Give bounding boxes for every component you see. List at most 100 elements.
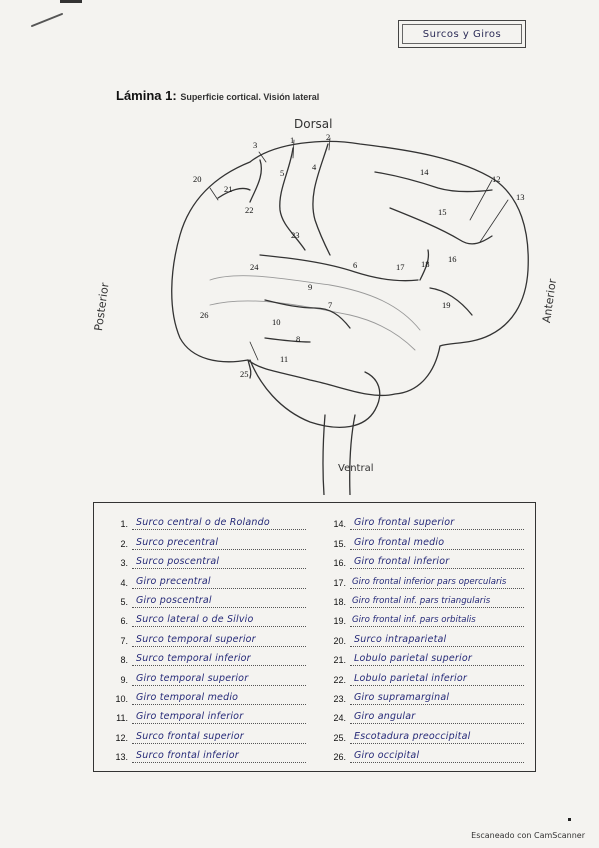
diagram-label-23: 23 [291, 230, 300, 240]
scan-edge-mark [60, 0, 82, 3]
answer-row: 26. Giro occipital [324, 744, 534, 764]
answer-number: 24. [333, 713, 346, 724]
answer-text: Surco central o de Rolando [136, 517, 270, 529]
diagram-label-25: 25 [240, 369, 249, 379]
answer-number: 11. [116, 713, 128, 724]
scanner-watermark: Escaneado con CamScanner [471, 831, 585, 840]
medial-surface [209, 275, 421, 331]
sulcus-temporal-superior [264, 299, 351, 329]
sulcus-ascending-ramus [419, 249, 430, 281]
answer-field: Surco central o de Rolando [132, 515, 306, 531]
answer-field: Giro frontal inferior pars opercularis [350, 574, 524, 589]
answer-text: Surco frontal superior [136, 730, 244, 742]
answer-number: 22. [333, 674, 346, 685]
sulcus-intraparietal [217, 187, 251, 199]
diagram-label-3: 3 [253, 140, 257, 150]
header-tag: Surcos y Giros [402, 24, 522, 44]
answer-row: 15. Giro frontal medio [324, 530, 534, 550]
diagram-label-24: 24 [250, 262, 259, 272]
label-ventral: Ventral [338, 463, 374, 474]
answer-row: 18. Giro frontal inf. pars triangularis [324, 589, 534, 608]
answer-row: 25. Escotadura preoccipital [324, 724, 534, 744]
answer-row: 2.Surco precentral [106, 530, 316, 550]
answer-text: Surco precentral [136, 536, 219, 548]
page-title: Lámina 1: Superficie cortical. Visión la… [116, 88, 319, 103]
answer-field: Escotadura preoccipital [350, 729, 524, 744]
label-dorsal: Dorsal [294, 117, 333, 131]
answer-number: 17. [333, 577, 346, 588]
answer-number: 16. [333, 558, 346, 569]
answer-field: Surco intraparietal [350, 632, 524, 647]
answer-field: Giro precentral [132, 574, 306, 589]
diagram-label-18: 18 [421, 259, 430, 269]
sulcus-temporal-inferior [264, 337, 311, 343]
diagram-label-7: 7 [328, 300, 332, 310]
answer-field: Surco precentral [132, 535, 306, 550]
answer-field: Surco frontal superior [132, 729, 306, 744]
answer-row: 7.Surco temporal superior [106, 627, 316, 647]
diagram-label-16: 16 [448, 254, 457, 264]
diagram-label-9: 9 [308, 282, 312, 292]
answer-field: Giro supramarginal [350, 690, 524, 705]
sulcus-precentral [312, 143, 331, 256]
answer-number: 23. [333, 693, 346, 704]
answer-number: 26. [333, 752, 346, 763]
diagram-label-8: 8 [296, 334, 300, 344]
answer-row: 17. Giro frontal inferior pars operculari… [324, 569, 534, 589]
answer-number: 1. [120, 519, 128, 530]
answer-row: 21. Lobulo parietal superior [324, 647, 534, 667]
answer-text: Giro precentral [136, 575, 211, 587]
answer-row: 1. Surco central o de Rolando [106, 511, 316, 531]
answer-text: Giro frontal medio [354, 536, 445, 548]
answer-number: 19. [333, 616, 346, 627]
answer-text: Giro frontal inferior pars opercularis [352, 576, 507, 587]
header-tag-box: Surcos y Giros [398, 20, 526, 48]
answer-text: Giro angular [354, 711, 416, 723]
answer-text: Surco intraparietal [354, 633, 447, 645]
sulcus-frontal-inferior [389, 207, 493, 245]
answer-text: Lobulo parietal inferior [354, 672, 467, 684]
answer-number: 25. [333, 732, 346, 743]
diagram-label-6: 6 [353, 260, 357, 270]
answer-text: Giro supramarginal [354, 691, 450, 703]
answer-text: Giro poscentral [136, 594, 212, 606]
answer-field: Surco poscentral [132, 554, 306, 570]
answer-text: Giro temporal superior [136, 672, 249, 684]
scanner-dot [568, 818, 571, 821]
answer-number: 4. [120, 577, 128, 588]
answer-number: 21. [333, 655, 346, 666]
answer-field: Giro frontal inf. pars triangularis [350, 593, 524, 608]
answer-text: Giro frontal superior [354, 517, 455, 529]
answer-text: Surco poscentral [136, 556, 220, 568]
answer-number: 6. [120, 616, 128, 627]
answer-field: Lobulo parietal superior [350, 651, 524, 667]
answer-row: 20.Surco intraparietal [324, 627, 534, 647]
diagram-label-1: 1 [290, 135, 294, 145]
pen-stroke-icon [31, 13, 63, 27]
answer-field: Surco temporal superior [132, 632, 306, 647]
answer-row: 4. Giro precentral [106, 569, 316, 589]
answer-number: 15. [333, 538, 346, 549]
diagram-label-20: 20 [193, 174, 202, 184]
answer-text: Lobulo parietal superior [354, 653, 472, 665]
diagram-label-12: 12 [492, 174, 501, 184]
answer-text: Giro frontal inferior [354, 556, 450, 568]
answer-row: 24. Giro angular [324, 705, 534, 725]
answer-field: Giro frontal superior [350, 515, 524, 531]
answer-text: Surco frontal inferior [136, 750, 239, 762]
answer-field: Lobulo parietal inferior [350, 671, 524, 686]
diagram-label-21: 21 [224, 184, 233, 194]
title-number: Lámina 1: [116, 88, 177, 103]
preoccipital-notch [247, 359, 252, 379]
answer-field: Giro occipital [350, 748, 524, 764]
answer-row: 23. Giro supramarginal [324, 686, 534, 705]
answer-number: 3. [120, 558, 128, 569]
answer-row: 6.Surco lateral o de Silvio [106, 608, 316, 628]
diagram-label-2: 2 [326, 132, 330, 142]
answer-text: Giro frontal inf. pars triangularis [352, 595, 491, 606]
diagram-label-26: 26 [200, 310, 209, 320]
answer-number: 18. [333, 596, 346, 607]
answer-text: Surco temporal superior [136, 633, 256, 645]
